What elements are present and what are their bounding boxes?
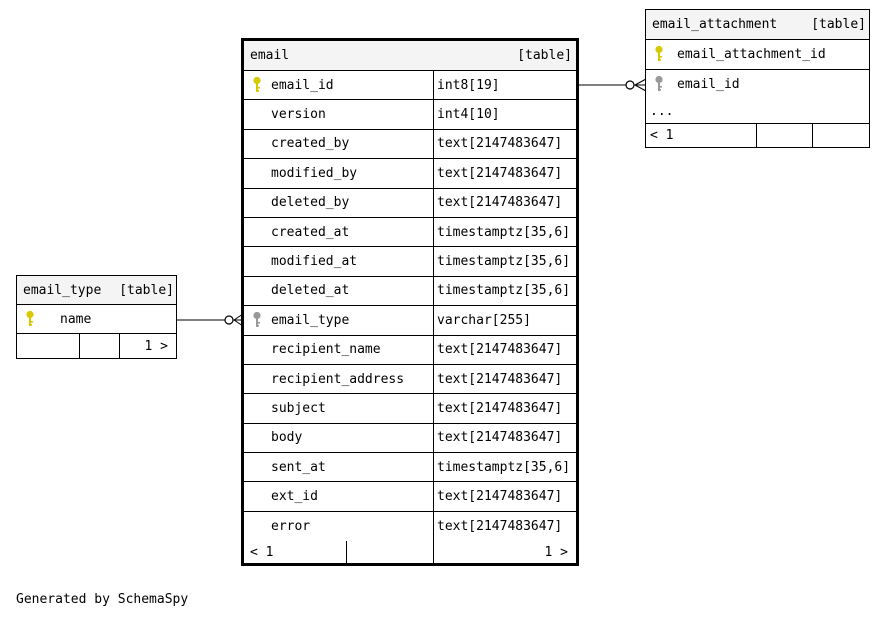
- column-name: created_by: [271, 136, 350, 152]
- column-name: sent_at: [271, 459, 326, 475]
- footer-left-count: < 1: [250, 544, 274, 560]
- footer-left-count: < 1: [650, 128, 674, 143]
- column-type: text[2147483647]: [437, 136, 563, 152]
- column-name: deleted_by: [271, 195, 350, 211]
- table-tag: [table]: [517, 48, 572, 63]
- column-row[interactable]: email_attachment_id: [646, 40, 869, 70]
- table-email[interactable]: email [table] email_id int8[19] version int…: [241, 38, 579, 567]
- column-name: email_id: [677, 76, 740, 92]
- edge-email-to-email-attachment: [578, 78, 647, 92]
- column-name: recipient_name: [271, 342, 381, 358]
- column-type: text[2147483647]: [437, 342, 563, 358]
- more-columns-row: ...: [646, 99, 869, 124]
- column-row[interactable]: body text[2147483647]: [244, 423, 576, 454]
- column-row[interactable]: name: [17, 305, 176, 334]
- column-row[interactable]: email_id int8[19]: [244, 71, 576, 101]
- table-name: email_attachment: [652, 17, 778, 32]
- column-name: subject: [271, 400, 326, 416]
- column-name: email_type: [271, 312, 350, 328]
- column-row[interactable]: recipient_name text[2147483647]: [244, 335, 576, 365]
- column-type: text[2147483647]: [437, 519, 563, 535]
- column-row[interactable]: deleted_by text[2147483647]: [244, 188, 576, 218]
- footer-right-count: 1 >: [544, 544, 568, 560]
- table-tag: [table]: [119, 282, 174, 298]
- column-name: deleted_at: [271, 283, 350, 299]
- edge-email-type-to-email: [177, 313, 244, 327]
- table-header[interactable]: email [table]: [244, 41, 576, 71]
- column-type: text[2147483647]: [437, 400, 563, 416]
- column-name: email_id: [271, 77, 334, 93]
- column-row[interactable]: error text[2147483647]: [244, 511, 576, 542]
- column-type: int8[19]: [437, 77, 500, 93]
- table-header[interactable]: email_attachment [table]: [646, 10, 869, 40]
- table-name: email: [250, 48, 290, 63]
- column-type: timestamptz[35,6]: [437, 224, 571, 240]
- column-name: name: [60, 311, 92, 327]
- column-row[interactable]: deleted_at timestamptz[35,6]: [244, 276, 576, 307]
- column-name: error: [271, 519, 311, 535]
- table-email-type[interactable]: email_type [table] name 1 >: [16, 275, 177, 359]
- more-columns: ...: [650, 103, 674, 119]
- column-name: ext_id: [271, 489, 318, 505]
- column-type: int4[10]: [437, 107, 500, 123]
- table-footer: < 1 1 >: [244, 541, 576, 564]
- foreign-key-icon: [253, 312, 261, 328]
- table-tag: [table]: [811, 17, 866, 32]
- column-type: timestamptz[35,6]: [437, 254, 571, 270]
- table-email-attachment[interactable]: email_attachment [table] email_attachmen…: [645, 9, 870, 148]
- primary-key-icon: [253, 76, 261, 92]
- column-type: timestamptz[35,6]: [437, 283, 571, 299]
- column-type: text[2147483647]: [437, 489, 563, 505]
- table-name: email_type: [23, 282, 102, 298]
- table-header[interactable]: email_type [table]: [17, 276, 176, 305]
- column-type: text[2147483647]: [437, 371, 563, 387]
- table-footer: < 1: [646, 124, 869, 147]
- column-type: varchar[255]: [437, 312, 531, 328]
- primary-key-icon: [655, 45, 663, 61]
- column-name: created_at: [271, 224, 350, 240]
- column-row[interactable]: ext_id text[2147483647]: [244, 482, 576, 512]
- column-row[interactable]: sent_at timestamptz[35,6]: [244, 453, 576, 483]
- column-name: modified_at: [271, 254, 358, 270]
- column-name: recipient_address: [271, 371, 405, 387]
- table-footer: 1 >: [17, 334, 176, 358]
- foreign-key-icon: [655, 75, 663, 91]
- column-name: body: [271, 430, 303, 446]
- column-row[interactable]: recipient_address text[2147483647]: [244, 364, 576, 395]
- column-name: email_attachment_id: [677, 46, 826, 62]
- column-type: text[2147483647]: [437, 165, 563, 181]
- column-row[interactable]: created_by text[2147483647]: [244, 129, 576, 160]
- column-row[interactable]: email_id: [646, 70, 869, 100]
- column-row[interactable]: created_at timestamptz[35,6]: [244, 217, 576, 248]
- column-row[interactable]: modified_at timestamptz[35,6]: [244, 247, 576, 277]
- column-row[interactable]: subject text[2147483647]: [244, 394, 576, 424]
- column-row[interactable]: version int4[10]: [244, 100, 576, 130]
- column-type: text[2147483647]: [437, 195, 563, 211]
- primary-key-icon: [26, 310, 34, 326]
- footer-right-count: 1 >: [144, 338, 168, 354]
- column-row[interactable]: modified_by text[2147483647]: [244, 159, 576, 189]
- column-type: timestamptz[35,6]: [437, 459, 571, 475]
- column-type: text[2147483647]: [437, 430, 563, 446]
- column-row[interactable]: email_type varchar[255]: [244, 306, 576, 336]
- column-name: modified_by: [271, 165, 358, 181]
- generated-by-label: Generated by SchemaSpy: [16, 592, 189, 607]
- column-name: version: [271, 107, 326, 123]
